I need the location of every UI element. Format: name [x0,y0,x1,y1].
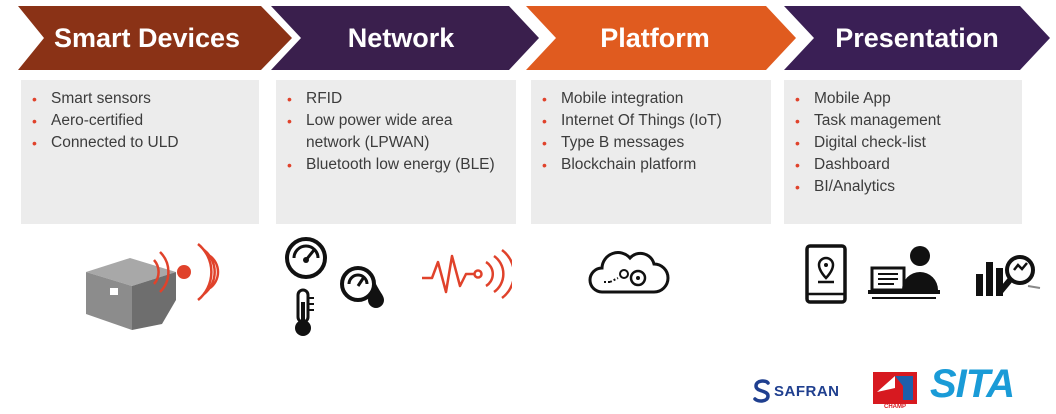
list-item: Task management [792,110,1016,132]
list-item: Blockchain platform [539,154,765,176]
list-item: Dashboard [792,154,1016,176]
list-item: Mobile integration [539,88,765,110]
list-item: BI/Analytics [792,176,1016,198]
champ-logo: CHAMP [873,372,917,412]
analytics-search-icon [976,255,1041,296]
list-item: Internet Of Things (IoT) [539,110,765,132]
sita-wordmark: SITA [930,362,1015,406]
stage-title: Presentation [835,22,999,53]
list-item: Type B messages [539,132,765,154]
list-item: Low power wide area network (LPWAN) [284,110,510,154]
list-item: Digital check-list [792,132,1016,154]
stage-panel-smart-devices: Smart sensors Aero-certified Connected t… [21,80,259,224]
signal-wave-icon [422,249,512,299]
stage-header-platform: Platform [526,6,796,70]
stage-header-smart-devices: Smart Devices [18,6,292,70]
stage-panel-platform: Mobile integration Internet Of Things (I… [531,80,771,224]
champ-wordmark: CHAMP [873,404,917,410]
humidity-gauge-icon [340,266,384,308]
list-item: Mobile App [792,88,1016,110]
uld-container-sensor-icon [86,243,220,330]
list-item: RFID [284,88,510,110]
stage-title: Platform [600,22,710,53]
list-item: Connected to ULD [29,132,253,154]
stage-panel-presentation: Mobile App Task management Digital check… [784,80,1022,224]
safran-logo: SAFRAN [752,376,840,406]
list-item: Smart sensors [29,88,253,110]
stage-header-presentation: Presentation [784,6,1050,70]
stage-title: Smart Devices [53,22,241,53]
gauge-icon [285,237,327,279]
stage-title: Network [347,22,455,53]
safran-s-icon [753,379,770,403]
thermometer-icon [295,288,314,336]
sita-logo: SITA [930,362,1015,407]
stage-header-network: Network [271,6,539,70]
stage-panel-network: RFID Low power wide area network (LPWAN)… [276,80,516,224]
champ-mark-icon [873,372,917,404]
list-item: Bluetooth low energy (BLE) [284,154,510,176]
safran-wordmark: SAFRAN [774,382,840,400]
tablet-location-icon [805,244,847,304]
user-laptop-icon [868,246,940,299]
list-item: Aero-certified [29,110,253,132]
cloud-gears-icon [588,251,670,294]
